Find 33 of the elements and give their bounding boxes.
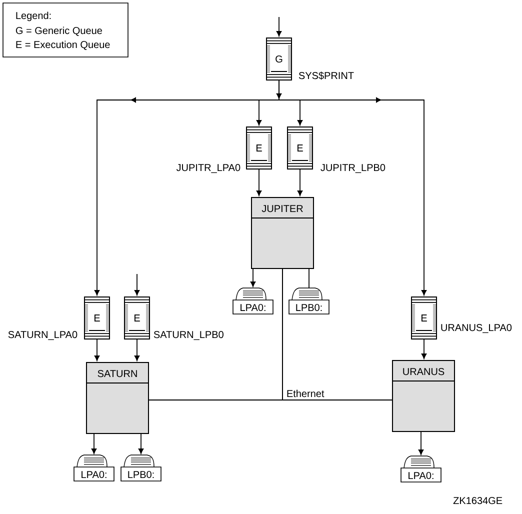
queue-label: URANUS_LPA0 [441,324,512,333]
queue-label: SATURN_LPA0 [8,331,78,340]
arrow [418,432,424,455]
legend-title: Legend: [16,12,51,22]
queue-label: SATURN_LPB0 [154,331,224,340]
queue-label: SYS$PRINT [298,72,354,80]
connector-line [282,268,392,400]
arrow [278,80,427,296]
figure-code: ZK1634GE [453,497,502,504]
connector-line [308,268,310,288]
printer: LPA0: [400,456,442,482]
arrow [138,434,144,454]
arrow [134,339,140,361]
host-box: SATURN [86,362,149,434]
host-box: JUPITER [250,197,314,269]
legend-text: E = Execution Queue [16,40,110,50]
arrow [134,274,140,296]
legend-text: G = Generic Queue [16,26,102,36]
queue-label: JUPITR_LPB0 [320,164,386,173]
arrow [91,434,97,454]
edge-label: Ethernet [285,388,326,398]
arrow [421,339,427,359]
arrow [276,16,282,36]
arrow [250,268,256,287]
host-box: URANUS [392,360,455,432]
arrow [297,169,303,196]
arrow [94,339,100,361]
arrow [256,169,262,196]
queue-label: JUPITR_LPA0 [176,164,240,173]
printer: LPB0: [120,454,162,482]
printer: LPA0: [232,288,274,314]
printer: LPB0: [288,288,330,314]
printer: LPA0: [74,454,114,482]
